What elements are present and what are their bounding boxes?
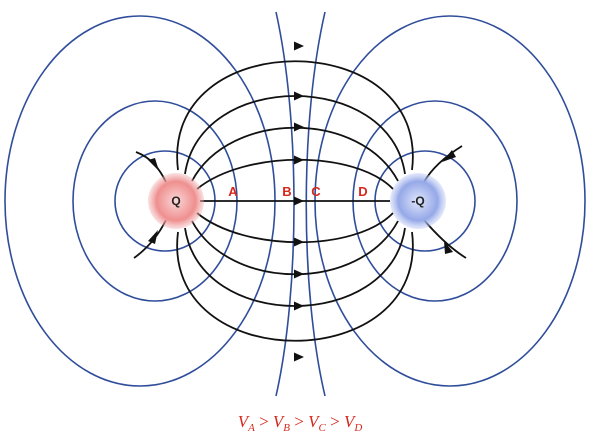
point-labels: A B C D — [228, 184, 367, 199]
arrow-lower-3 — [294, 301, 304, 311]
arrow-axis — [294, 196, 304, 206]
relation-op-1: > — [255, 412, 273, 431]
field-line-lower-1 — [196, 212, 394, 244]
negative-charge-label: -Q — [411, 194, 424, 208]
relation-v-c: V — [308, 412, 321, 431]
arrow-lower-4 — [294, 352, 304, 362]
relation-v-d-sub: D — [353, 422, 362, 434]
point-label-d: D — [358, 184, 367, 199]
arrow-lower-2 — [294, 269, 304, 279]
relation-op-2: > — [290, 412, 308, 431]
equipotential-center-left — [275, 11, 295, 397]
point-label-b: B — [282, 184, 291, 199]
equipotential-center-right — [305, 11, 326, 397]
arrow-outer-right-bottom — [444, 241, 453, 254]
field-line-upper-4 — [176, 60, 414, 171]
relation-v-a: V — [238, 412, 251, 431]
positive-charge: Q — [148, 173, 204, 229]
relation-v-a-sub: A — [247, 422, 255, 434]
arrow-outer-left-top — [148, 158, 159, 171]
arrow-outer-left-bottom — [148, 230, 158, 244]
arrow-upper-3 — [294, 91, 304, 101]
arrow-lower-1 — [294, 237, 304, 247]
potential-relation: VA > VB > VC > VD — [238, 412, 363, 434]
field-arrows — [148, 41, 456, 362]
point-label-c: C — [311, 184, 321, 199]
arrow-upper-1 — [294, 155, 304, 165]
relation-v-b-sub: B — [283, 422, 290, 434]
arrow-outer-right-top — [442, 150, 456, 162]
relation-v-d: V — [344, 412, 357, 431]
relation-v-b: V — [273, 412, 286, 431]
field-line-lower-4 — [176, 231, 414, 342]
relation-op-3: > — [326, 412, 344, 431]
arrow-upper-2 — [294, 122, 304, 132]
arrow-upper-4 — [294, 41, 304, 51]
relation-v-c-sub: C — [319, 422, 327, 434]
positive-charge-label: Q — [171, 194, 180, 208]
point-label-a: A — [228, 184, 238, 199]
negative-charge: -Q — [390, 173, 446, 229]
